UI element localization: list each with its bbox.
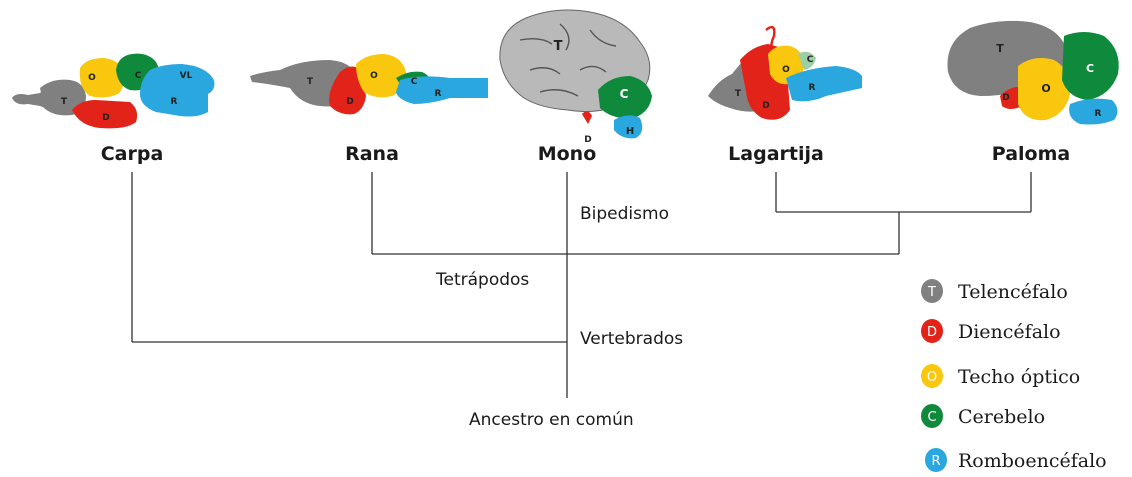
rana-brain-illustration: T D O C R xyxy=(250,54,488,115)
legend-item-diencefalo: D Diencéfalo xyxy=(921,319,1061,343)
clade-label-tetrapodos: Tetrápodos xyxy=(435,270,529,290)
svg-text:H: H xyxy=(626,126,634,137)
svg-text:R: R xyxy=(171,97,178,107)
legend-label-cerebelo: Cerebelo xyxy=(958,406,1045,428)
legend-label-telencefalo: Telencéfalo xyxy=(958,281,1068,303)
svg-text:T: T xyxy=(996,42,1004,55)
legend-item-romboencefalo: R Romboencéfalo xyxy=(925,448,1107,472)
clade-label-bipedismo: Bipedismo xyxy=(580,204,669,224)
legend-item-telencefalo: T Telencéfalo xyxy=(921,279,1068,303)
svg-text:O: O xyxy=(782,65,790,75)
clade-label-vertebrados: Vertebrados xyxy=(580,329,683,349)
svg-text:C: C xyxy=(927,410,936,425)
legend-item-techo-optico: O Techo óptico xyxy=(921,364,1080,388)
svg-text:D: D xyxy=(102,113,109,123)
legend-label-diencefalo: Diencéfalo xyxy=(958,321,1061,343)
romboencefalo-legend-icon xyxy=(925,448,947,472)
svg-text:O: O xyxy=(1041,82,1050,95)
legend-item-cerebelo: C Cerebelo xyxy=(921,404,1045,428)
legend: T Telencéfalo D Diencéfalo O Techo óptic… xyxy=(921,279,1107,472)
taxon-label-rana: Rana xyxy=(345,143,399,165)
carpa-brain-illustration: T D O C VL R xyxy=(12,53,215,129)
paloma-brain-illustration: T D O C R xyxy=(947,20,1119,125)
svg-text:D: D xyxy=(762,101,769,111)
svg-text:T: T xyxy=(927,285,936,300)
svg-text:O: O xyxy=(927,370,937,385)
taxon-label-carpa: Carpa xyxy=(101,143,164,165)
svg-text:O: O xyxy=(88,73,96,83)
mono-brain-illustration: T C H D xyxy=(499,9,652,145)
svg-text:T: T xyxy=(554,39,563,54)
svg-text:R: R xyxy=(1095,109,1102,119)
telencefalo-legend-icon xyxy=(921,279,943,303)
svg-text:C: C xyxy=(411,77,418,87)
svg-text:D: D xyxy=(927,325,937,340)
svg-text:T: T xyxy=(61,97,68,107)
taxon-label-lagartija: Lagartija xyxy=(728,143,824,165)
cladogram-tree xyxy=(131,172,1032,398)
svg-text:VL: VL xyxy=(180,71,193,81)
svg-text:D: D xyxy=(346,97,353,107)
svg-text:C: C xyxy=(807,55,814,65)
taxon-label-mono: Mono xyxy=(538,143,597,165)
svg-text:O: O xyxy=(370,71,378,81)
legend-label-techo-optico: Techo óptico xyxy=(958,366,1080,388)
svg-text:C: C xyxy=(135,71,142,81)
svg-text:C: C xyxy=(1086,62,1094,75)
svg-text:R: R xyxy=(435,89,442,99)
diencefalo-legend-icon xyxy=(921,319,943,343)
svg-text:R: R xyxy=(931,454,940,469)
techo-optico-legend-icon xyxy=(921,364,943,388)
taxon-label-paloma: Paloma xyxy=(992,143,1070,165)
legend-label-romboencefalo: Romboencéfalo xyxy=(958,450,1107,472)
lagartija-brain-illustration: T D O C R xyxy=(708,25,862,120)
svg-text:D: D xyxy=(584,135,591,145)
cerebelo-legend-icon xyxy=(921,404,943,428)
svg-text:C: C xyxy=(620,87,629,101)
svg-text:D: D xyxy=(1002,93,1009,103)
svg-text:T: T xyxy=(735,89,742,99)
svg-text:T: T xyxy=(307,77,314,87)
svg-text:R: R xyxy=(809,83,816,93)
clade-label-ancestro: Ancestro en común xyxy=(469,410,634,430)
